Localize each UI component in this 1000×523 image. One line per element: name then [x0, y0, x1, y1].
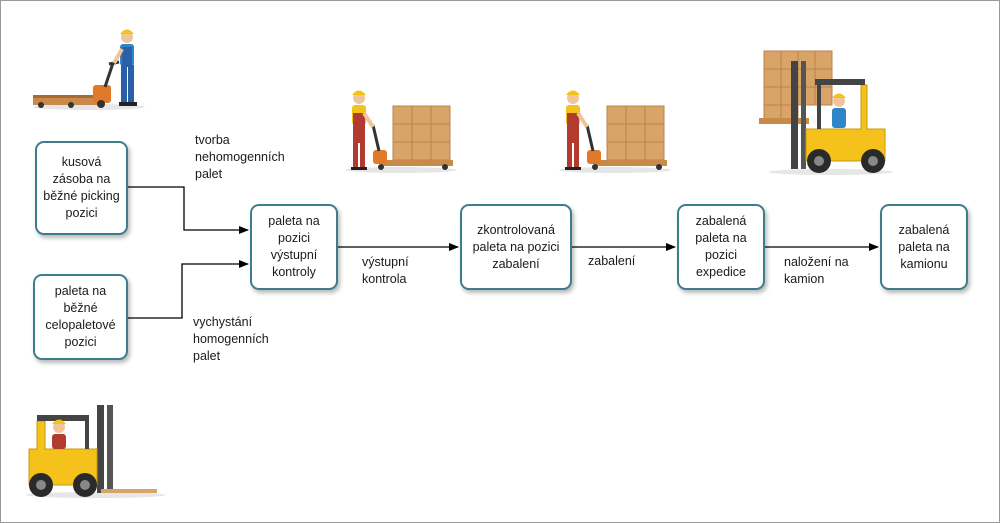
node-vystupni-kontrola: paleta na pozici výstupní kontroly — [250, 204, 338, 290]
node-paleta-celopaletove: paleta na běžné celopaletové pozici — [33, 274, 128, 360]
node-label: zabalená paleta na pozici expedice — [695, 214, 747, 279]
node-zabalena-kamion: zabalená paleta na kamionu — [880, 204, 968, 290]
edge-label-vychystani: vychystání homogenních palet — [193, 315, 269, 363]
node-kusova-zasoba: kusová zásoba na běžné picking pozici — [35, 141, 128, 235]
node-zkontrolovana-paleta: zkontrolovaná paleta na pozici zabalení — [460, 204, 572, 290]
node-label: paleta na pozici výstupní kontroly — [268, 214, 320, 279]
edge-label-tvorba: tvorba nehomogenních palet — [195, 133, 285, 181]
node-label: paleta na běžné celopaletové pozici — [45, 284, 116, 349]
node-label: zkontrolovaná paleta na pozici zabalení — [472, 222, 560, 271]
edge-label-kontrola: výstupní kontrola — [362, 255, 409, 286]
node-label: zabalená paleta na kamionu — [898, 222, 950, 271]
edge-kusova-to-vystupni — [128, 186, 249, 234]
node-zabalena-expedice: zabalená paleta na pozici expedice — [677, 204, 765, 290]
edge-label-zabaleni: zabalení — [588, 254, 636, 268]
edge-label-nalozeni: naložení na kamion — [784, 255, 849, 286]
node-label: kusová zásoba na běžné picking pozici — [43, 155, 120, 220]
edge-celopaletove-to-vystupni — [128, 260, 249, 319]
